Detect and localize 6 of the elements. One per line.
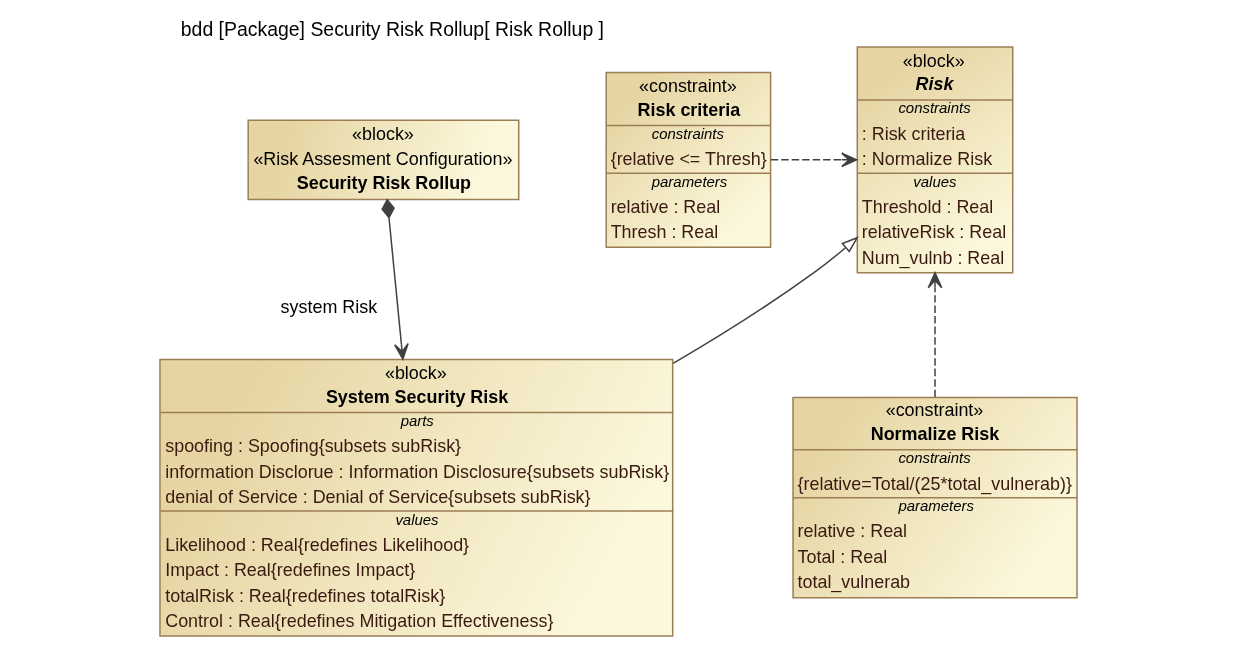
- diagram-title: bdd [Package] Security Risk Rollup[ Risk Rollup ]: [180, 17, 604, 40]
- arrow: [671, 236, 859, 365]
- arrow: [380, 198, 409, 360]
- arrow: [927, 272, 942, 398]
- arrow: [769, 152, 857, 168]
- edge-label: system Risk: [280, 297, 377, 318]
